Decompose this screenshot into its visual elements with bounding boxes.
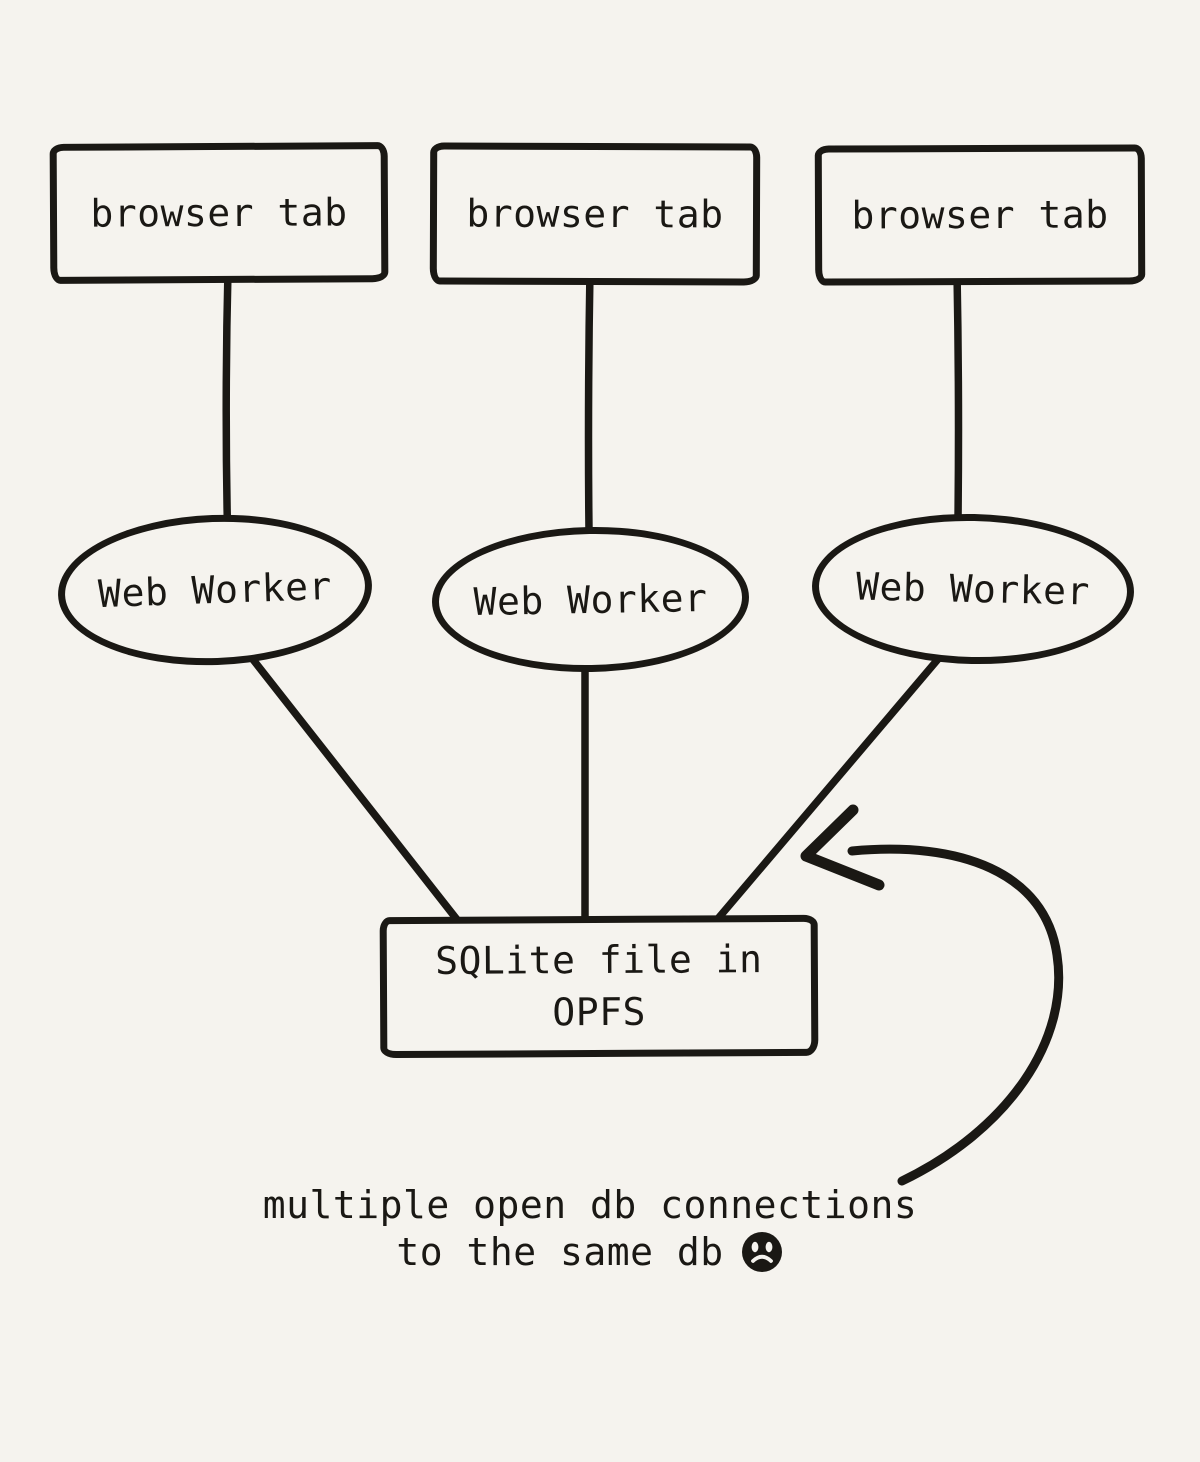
caption-line-1: multiple open db connections: [262, 1183, 918, 1227]
node-browser-tab-3: browser tab: [814, 144, 1146, 286]
curved-arrow-head: [800, 804, 885, 891]
web-worker-2-label: Web Worker: [473, 575, 708, 624]
frowning-face-icon: [741, 1232, 782, 1272]
node-browser-tab-2: browser tab: [429, 142, 761, 286]
curved-arrow-icon: [800, 804, 1064, 1186]
edge-worker1-db: [218, 616, 466, 930]
browser-tab-2-label: browser tab: [466, 191, 724, 237]
web-worker-1-label: Web Worker: [97, 563, 333, 617]
node-browser-tab-1: browser tab: [49, 142, 389, 284]
caption-line-2: to the same db: [150, 1229, 1030, 1276]
caption-line-2-text: to the same db: [396, 1230, 724, 1274]
browser-tab-1-label: browser tab: [90, 190, 348, 236]
web-worker-3-label: Web Worker: [855, 564, 1091, 614]
browser-tab-3-label: browser tab: [851, 192, 1109, 238]
caption: multiple open db connections to the same…: [150, 1182, 1030, 1276]
curved-arrow-shaft: [847, 844, 1064, 1186]
edge-worker3-db: [706, 641, 954, 932]
node-sqlite-file: SQLite file in OPFS: [379, 914, 819, 1059]
sqlite-file-label: SQLite file in OPFS: [435, 937, 763, 1034]
